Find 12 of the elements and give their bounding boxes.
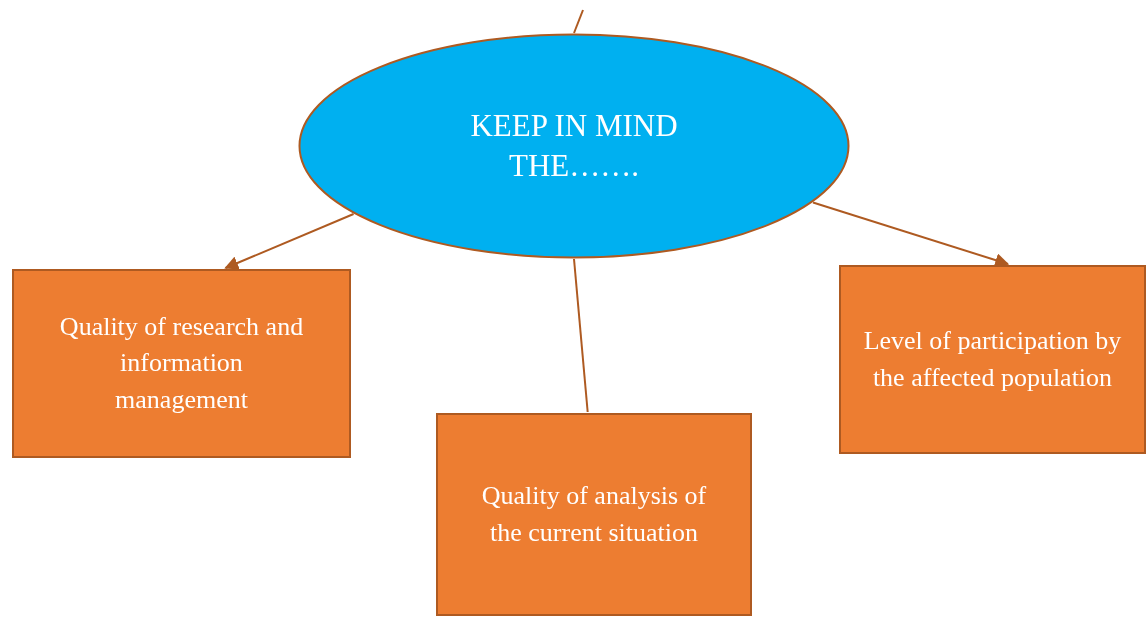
connector-line [573, 9, 584, 34]
node-label: Quality of analysis of the current situation [480, 480, 708, 549]
connector-line [573, 258, 589, 413]
arrow [812, 201, 1010, 267]
process-box [436, 413, 752, 616]
ellipse-node [298, 33, 850, 259]
process-box [12, 269, 351, 458]
arrow [224, 213, 355, 270]
node-label: KEEP IN MIND THE……. [469, 106, 679, 185]
process-box [839, 265, 1146, 454]
node-label: Level of participation by the affected population [863, 325, 1122, 394]
node-label: Quality of research and information management [58, 310, 305, 416]
